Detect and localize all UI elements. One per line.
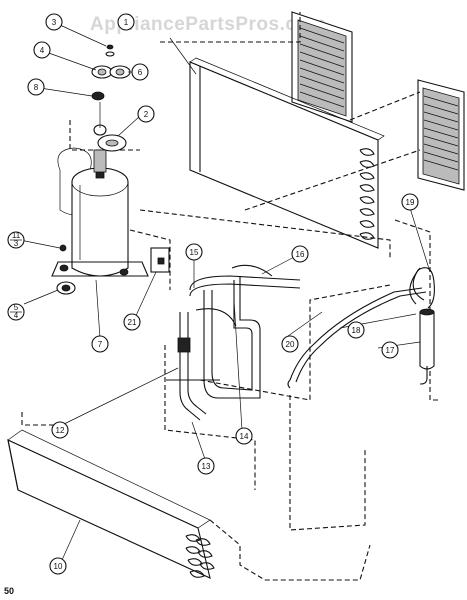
callout-20: 20: [281, 335, 299, 353]
leader-lines: [19, 24, 431, 561]
svg-text:10: 10: [54, 562, 63, 571]
capillary-tube: [287, 287, 427, 389]
callout-12: 12: [51, 421, 69, 439]
svg-text:20: 20: [286, 340, 295, 349]
callout-15: 15: [185, 243, 203, 261]
svg-text:11: 11: [12, 231, 21, 240]
callout-2: 2: [137, 105, 155, 123]
accumulator: [409, 267, 435, 385]
compressor: [51, 147, 149, 277]
callout-14: 14: [235, 427, 253, 445]
callout-6: 6: [131, 63, 149, 81]
callout-3: 3: [45, 13, 63, 31]
svg-text:2: 2: [144, 110, 149, 119]
svg-text:1: 1: [124, 18, 129, 27]
svg-text:3: 3: [14, 239, 19, 248]
callout-17: 17: [381, 341, 399, 359]
watermark-text: AppliancePartsPros.com: [90, 14, 326, 35]
condenser-coil: [7, 429, 215, 579]
callout-13: 13: [197, 457, 215, 475]
callout-10: 10: [49, 557, 67, 575]
callout-5-4: 5 4: [7, 303, 25, 321]
svg-text:3: 3: [52, 18, 57, 27]
callout-4: 4: [33, 41, 51, 59]
svg-text:18: 18: [352, 326, 361, 335]
callout-19: 19: [401, 193, 419, 211]
svg-text:8: 8: [34, 83, 39, 92]
refrigerant-tubing: [166, 264, 301, 421]
callout-16: 16: [291, 245, 309, 263]
svg-text:16: 16: [296, 250, 305, 259]
callout-21: 21: [123, 313, 141, 331]
svg-text:12: 12: [56, 426, 65, 435]
svg-text:19: 19: [406, 198, 415, 207]
svg-text:17: 17: [386, 346, 395, 355]
page-number: 50: [4, 586, 14, 596]
svg-text:13: 13: [202, 462, 211, 471]
svg-text:5: 5: [14, 303, 19, 312]
grommet: [56, 244, 76, 295]
assembly-outline: [21, 12, 440, 581]
callout-1: 1: [117, 13, 135, 31]
svg-text:21: 21: [128, 318, 137, 327]
svg-text:6: 6: [138, 68, 143, 77]
callout-7: 7: [91, 335, 109, 353]
callouts: 1 3 4 6 8 2 11 3 5: [7, 13, 419, 575]
overload-relay: [150, 247, 170, 273]
callout-8: 8: [27, 78, 45, 96]
svg-text:4: 4: [40, 46, 45, 55]
right-grille: [417, 79, 465, 191]
callout-18: 18: [347, 321, 365, 339]
evaporator-coil: [189, 57, 385, 249]
upper-grille: [291, 11, 353, 123]
compressor-fittings: [91, 44, 131, 152]
svg-text:4: 4: [14, 311, 19, 320]
svg-text:14: 14: [240, 432, 249, 441]
svg-text:15: 15: [190, 248, 199, 257]
callout-11-3: 11 3: [7, 231, 25, 249]
svg-text:7: 7: [98, 340, 103, 349]
